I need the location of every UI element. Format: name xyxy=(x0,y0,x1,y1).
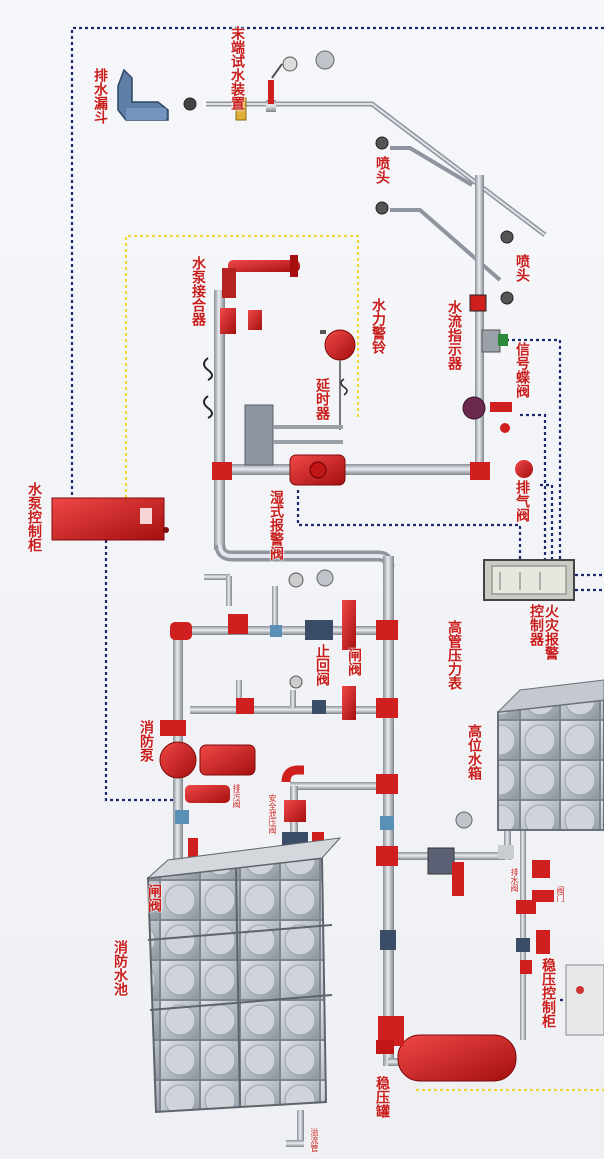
label-delayer: 延时器 xyxy=(314,378,330,420)
pump-control-cabinet xyxy=(51,497,169,541)
label-small-pump: 排污阀 xyxy=(232,784,241,808)
label-pump-adapter: 水泵接合器 xyxy=(190,256,206,326)
label-stabilizer-control-cabinet: 稳压控制柜 xyxy=(540,958,556,1028)
tank-check-valve xyxy=(427,845,514,896)
label-pump-control-cabinet: 水泵控制柜 xyxy=(26,482,42,552)
label-signal-butterfly-valve: 信号蝶阀 xyxy=(514,342,530,398)
label-end-test-device: 末端试水装置 xyxy=(229,26,245,110)
label-small-tank-2: 阀门 xyxy=(556,886,565,902)
power-lines xyxy=(124,234,604,1092)
label-sprinkler-head-1: 喷头 xyxy=(374,156,390,184)
water-gong xyxy=(320,329,356,430)
label-exhaust-valve: 排气阀 xyxy=(514,480,530,522)
manifold-valves xyxy=(170,569,473,950)
signal-butterfly-valve xyxy=(462,329,512,433)
label-drain-funnel: 排水漏斗 xyxy=(92,68,108,124)
label-gate-valve-1: 闸阀 xyxy=(346,648,362,676)
stabilizer-valve-train xyxy=(516,860,604,1036)
stabilizer-pressure-tank xyxy=(376,1016,517,1082)
high-level-water-tank xyxy=(496,679,604,831)
label-high-level-tank: 高位水箱 xyxy=(466,724,482,780)
drain-funnel xyxy=(117,68,197,121)
end-test-device xyxy=(235,50,335,121)
fire-pump xyxy=(159,720,256,908)
label-water-flow-indicator: 水流指示器 xyxy=(446,300,462,370)
label-sprinkler-head-2: 喷头 xyxy=(514,254,530,282)
label-alarm-valve: 湿式报警阀 xyxy=(268,490,284,560)
signal-lines xyxy=(70,26,604,1002)
label-fire-pump: 消防泵 xyxy=(138,720,154,762)
label-small-tank-1: 排水阀 xyxy=(510,868,519,892)
label-water-gong: 水力警铃 xyxy=(370,298,386,354)
fire-water-pool xyxy=(146,837,342,1114)
label-check-valve: 止回阀 xyxy=(314,644,330,686)
label-high-pressure-switch: 高管压力表 xyxy=(446,620,462,690)
label-fire-pool: 消防水池 xyxy=(112,940,128,996)
label-stabilizer-tank: 稳压罐 xyxy=(374,1076,390,1118)
fire-alarm-controller-box xyxy=(483,559,575,601)
wet-alarm-valve xyxy=(212,404,533,486)
sprinkler-heads xyxy=(375,136,514,312)
label-small-pool: 溢流管 xyxy=(310,1128,319,1152)
label-safety-relief-valve: 安全泄压阀 xyxy=(268,794,277,834)
label-gate-valve-2: 闸阀 xyxy=(146,884,162,912)
pump-adapter xyxy=(203,255,300,419)
label-fire-alarm-controller: 火灾报警控制器 xyxy=(528,604,559,660)
